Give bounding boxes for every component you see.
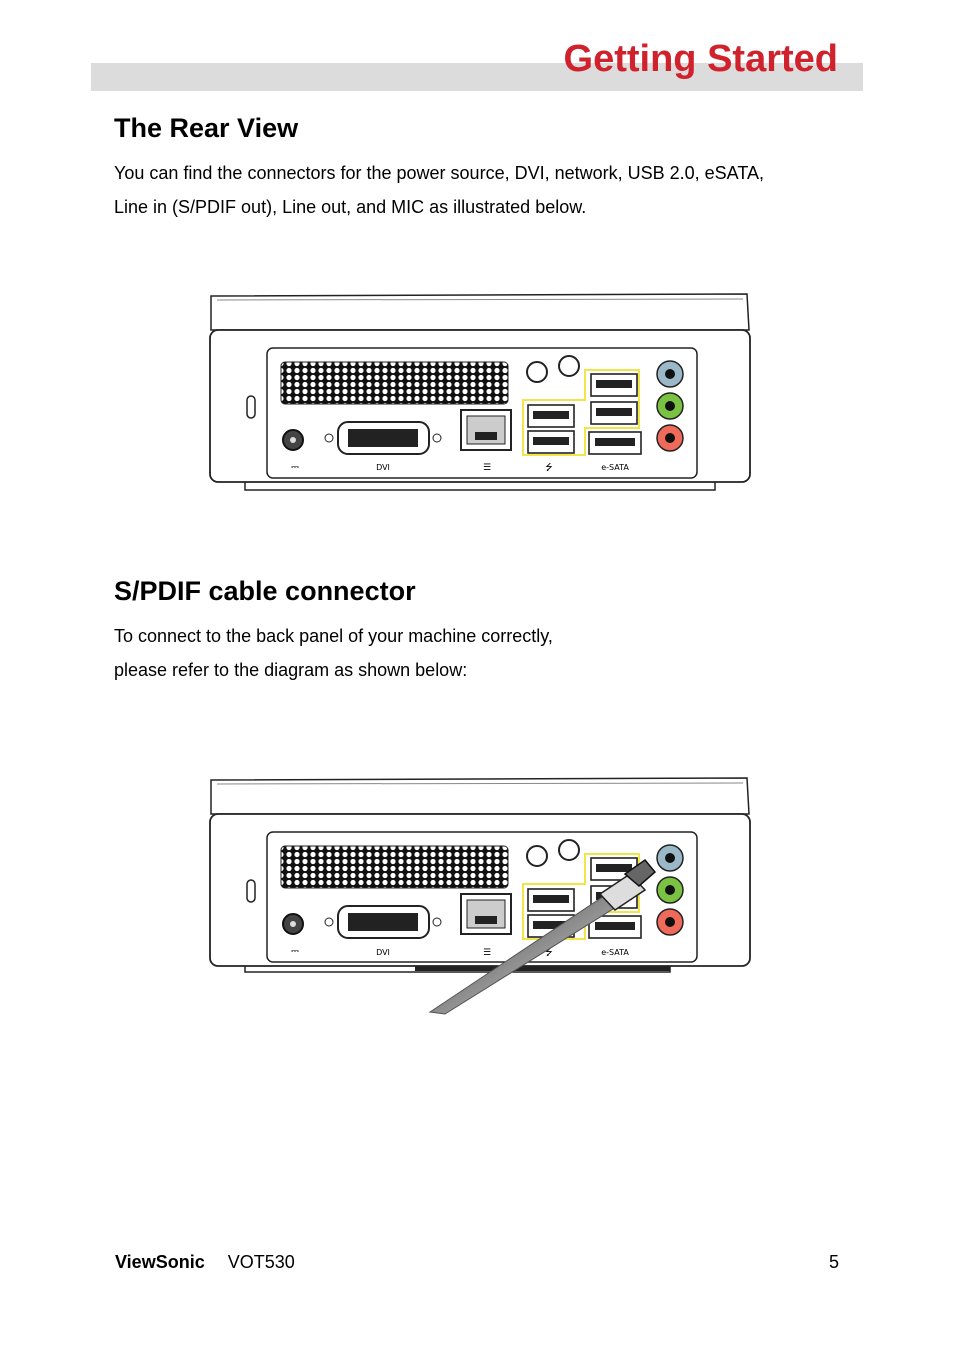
paragraph-line: please refer to the diagram as shown bel… (114, 660, 468, 680)
spdif-cable (428, 858, 657, 1015)
network-label: ☰ (483, 948, 491, 958)
esata-port (588, 915, 642, 939)
rear-view-diagram: ⎓ DVI ☰ ⭍ e-SATA (209, 293, 751, 491)
dvi-port (324, 905, 442, 939)
dvi-label: DVI (376, 948, 390, 957)
wifi-antenna-connectors (526, 839, 580, 867)
power-label: ⎓ (291, 462, 299, 473)
power-label: ⎓ (291, 946, 299, 957)
spdif-plug-body (598, 873, 647, 911)
section-heading-rear-view: The Rear View (114, 113, 299, 143)
rear-view-paragraph: You can find the connectors for the powe… (114, 156, 854, 224)
network-label: ☰ (483, 463, 491, 473)
footer-brand: ViewSonic (115, 1252, 205, 1272)
usb-ports (522, 369, 640, 456)
usb-label: ⭍ (545, 462, 553, 473)
usb-highlight (522, 369, 640, 456)
vent-grille (280, 845, 509, 889)
dvi-port (324, 421, 442, 455)
header-bar (91, 63, 863, 91)
audio-jacks (656, 844, 684, 936)
network-port (460, 893, 512, 935)
esata-port (588, 431, 642, 455)
dvi-label: DVI (376, 463, 390, 472)
footer-model: VOT530 (227, 1252, 295, 1272)
section-heading-spdif: S/PDIF cable connector (114, 576, 416, 606)
paragraph-line: Line in (S/PDIF out), Line out, and MIC … (114, 197, 587, 217)
audio-jacks (656, 360, 684, 452)
footer: ViewSonic VOT530 (115, 1252, 295, 1273)
vent-grille (280, 361, 509, 405)
spdif-paragraph: To connect to the back panel of your mac… (114, 619, 854, 687)
page-number: 5 (828, 1252, 839, 1272)
spdif-connection-diagram: ⎓ DVI ☰ ⭍ e-SATA (209, 777, 751, 1015)
power-jack (282, 429, 304, 451)
wifi-antenna-connectors (526, 355, 580, 383)
page-title: Getting Started (563, 38, 838, 80)
spdif-plug-tip (623, 858, 657, 887)
esata-label: e-SATA (601, 948, 629, 957)
esata-label: e-SATA (601, 463, 629, 472)
paragraph-line: You can find the connectors for the powe… (114, 163, 765, 183)
usb-label: ⭍ (545, 947, 553, 958)
power-jack (282, 913, 304, 935)
network-port (460, 409, 512, 451)
paragraph-line: To connect to the back panel of your mac… (114, 626, 553, 646)
